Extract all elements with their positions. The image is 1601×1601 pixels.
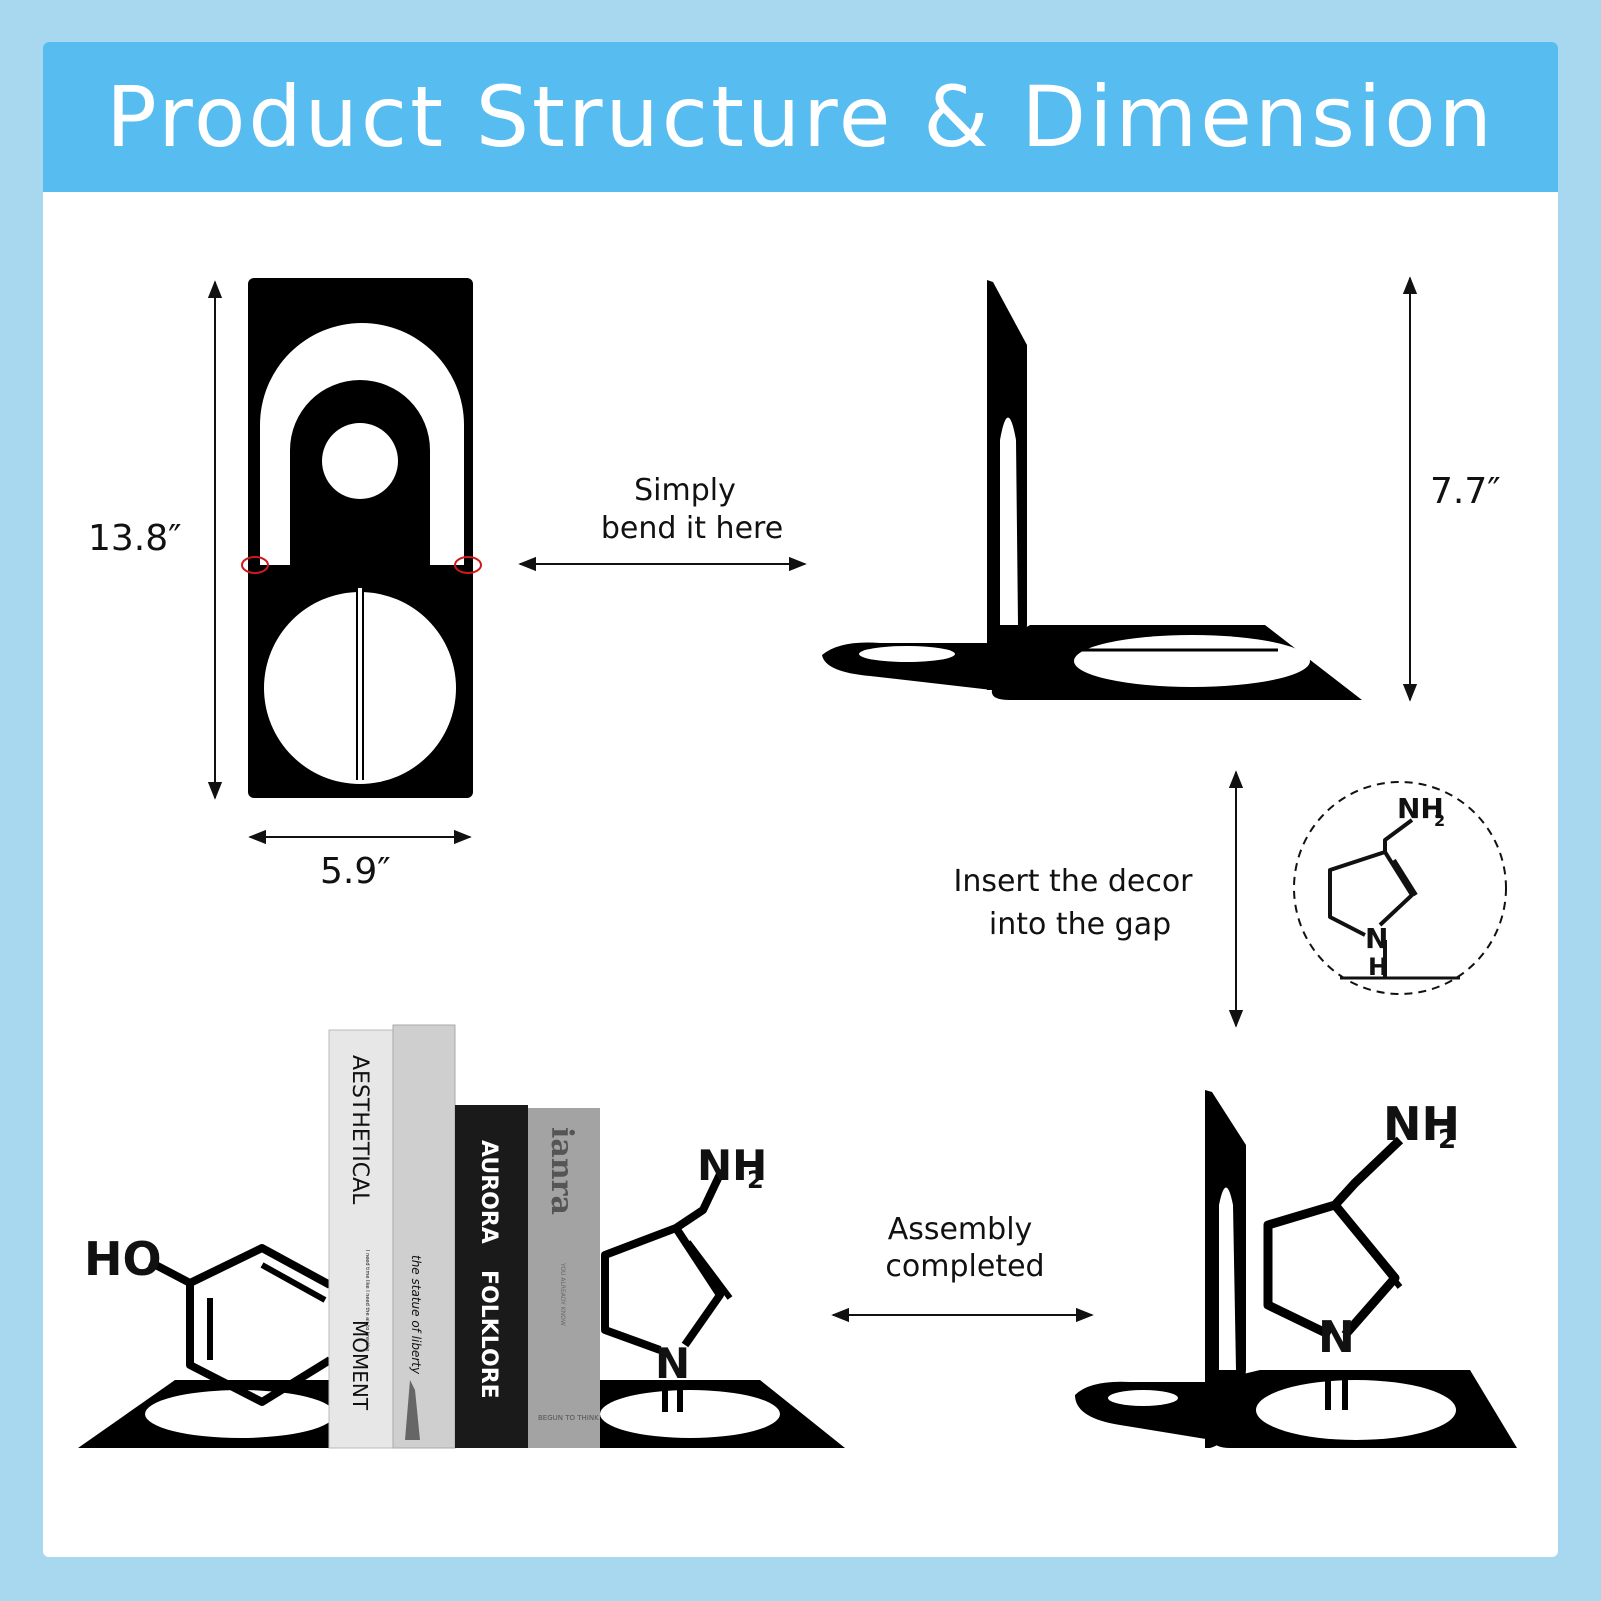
assembled-ring-n: N <box>1318 1312 1355 1363</box>
complete-step-line1: Assembly <box>888 1212 1033 1247</box>
bookend-amine-subscript: 2 <box>747 1166 764 1194</box>
height-label-flat: 13.8″ <box>88 518 182 559</box>
bent-bookend <box>822 280 1362 700</box>
width-label-flat: 5.9″ <box>320 851 391 892</box>
decor-ring-n: N <box>1365 922 1388 955</box>
flat-panel <box>248 278 473 798</box>
page-title: Product Structure & Dimension <box>106 68 1495 166</box>
bookend-amine-label: NH <box>697 1141 767 1190</box>
decor-amine-subscript: 2 <box>1434 811 1445 830</box>
assembled-amine-subscript: 2 <box>1438 1125 1456 1155</box>
book-3: AURORA FOLKLORE <box>455 1105 528 1448</box>
bookends-with-books: HO NH 2 N AESTHETICAL MOMENT I need time… <box>78 1024 845 1449</box>
bend-step-line1: Simply <box>634 473 736 508</box>
book-4: ianra YOU ALREADY KNOW BEGUN TO THINK <box>528 1108 600 1448</box>
book-2-title: the statue of liberty <box>409 1255 423 1375</box>
complete-step-line2: completed <box>885 1249 1044 1284</box>
decor-ring-h: H <box>1368 953 1388 981</box>
book-4-footer: BEGUN TO THINK <box>538 1414 599 1422</box>
bend-marker-icon <box>454 556 482 574</box>
book-1-blurb: I need time like I need the air to breat… <box>364 1250 370 1351</box>
bend-marker-icon <box>241 556 269 574</box>
book-1: AESTHETICAL MOMENT I need time like I ne… <box>328 1029 394 1449</box>
book-4-tagline: YOU ALREADY KNOW <box>559 1262 566 1326</box>
decor-amine-label: NH <box>1397 792 1444 825</box>
assembled-bookend: NH 2 N <box>1075 1090 1517 1448</box>
header-banner: Product Structure & Dimension <box>43 42 1558 192</box>
book-1-title: AESTHETICAL <box>347 1055 372 1205</box>
hydroxyl-label: HO <box>84 1232 162 1286</box>
book-3-title: AURORA <box>476 1140 501 1244</box>
bookend-ring-n: N <box>655 1339 690 1388</box>
decor-molecule-detail: NH 2 N H <box>1293 781 1507 995</box>
assembled-amine-label: NH <box>1383 1097 1460 1151</box>
book-4-title: ianra <box>544 1127 579 1215</box>
book-2: the statue of liberty <box>392 1024 456 1449</box>
insert-step-line1: Insert the decor <box>953 864 1193 899</box>
book-3-subtitle: FOLKLORE <box>476 1270 501 1399</box>
book-1-subtitle: MOMENT <box>348 1320 372 1411</box>
height-label-bent: 7.7″ <box>1430 471 1501 512</box>
insert-step-line2: into the gap <box>989 907 1171 942</box>
bend-step-line2: bend it here <box>601 511 783 546</box>
